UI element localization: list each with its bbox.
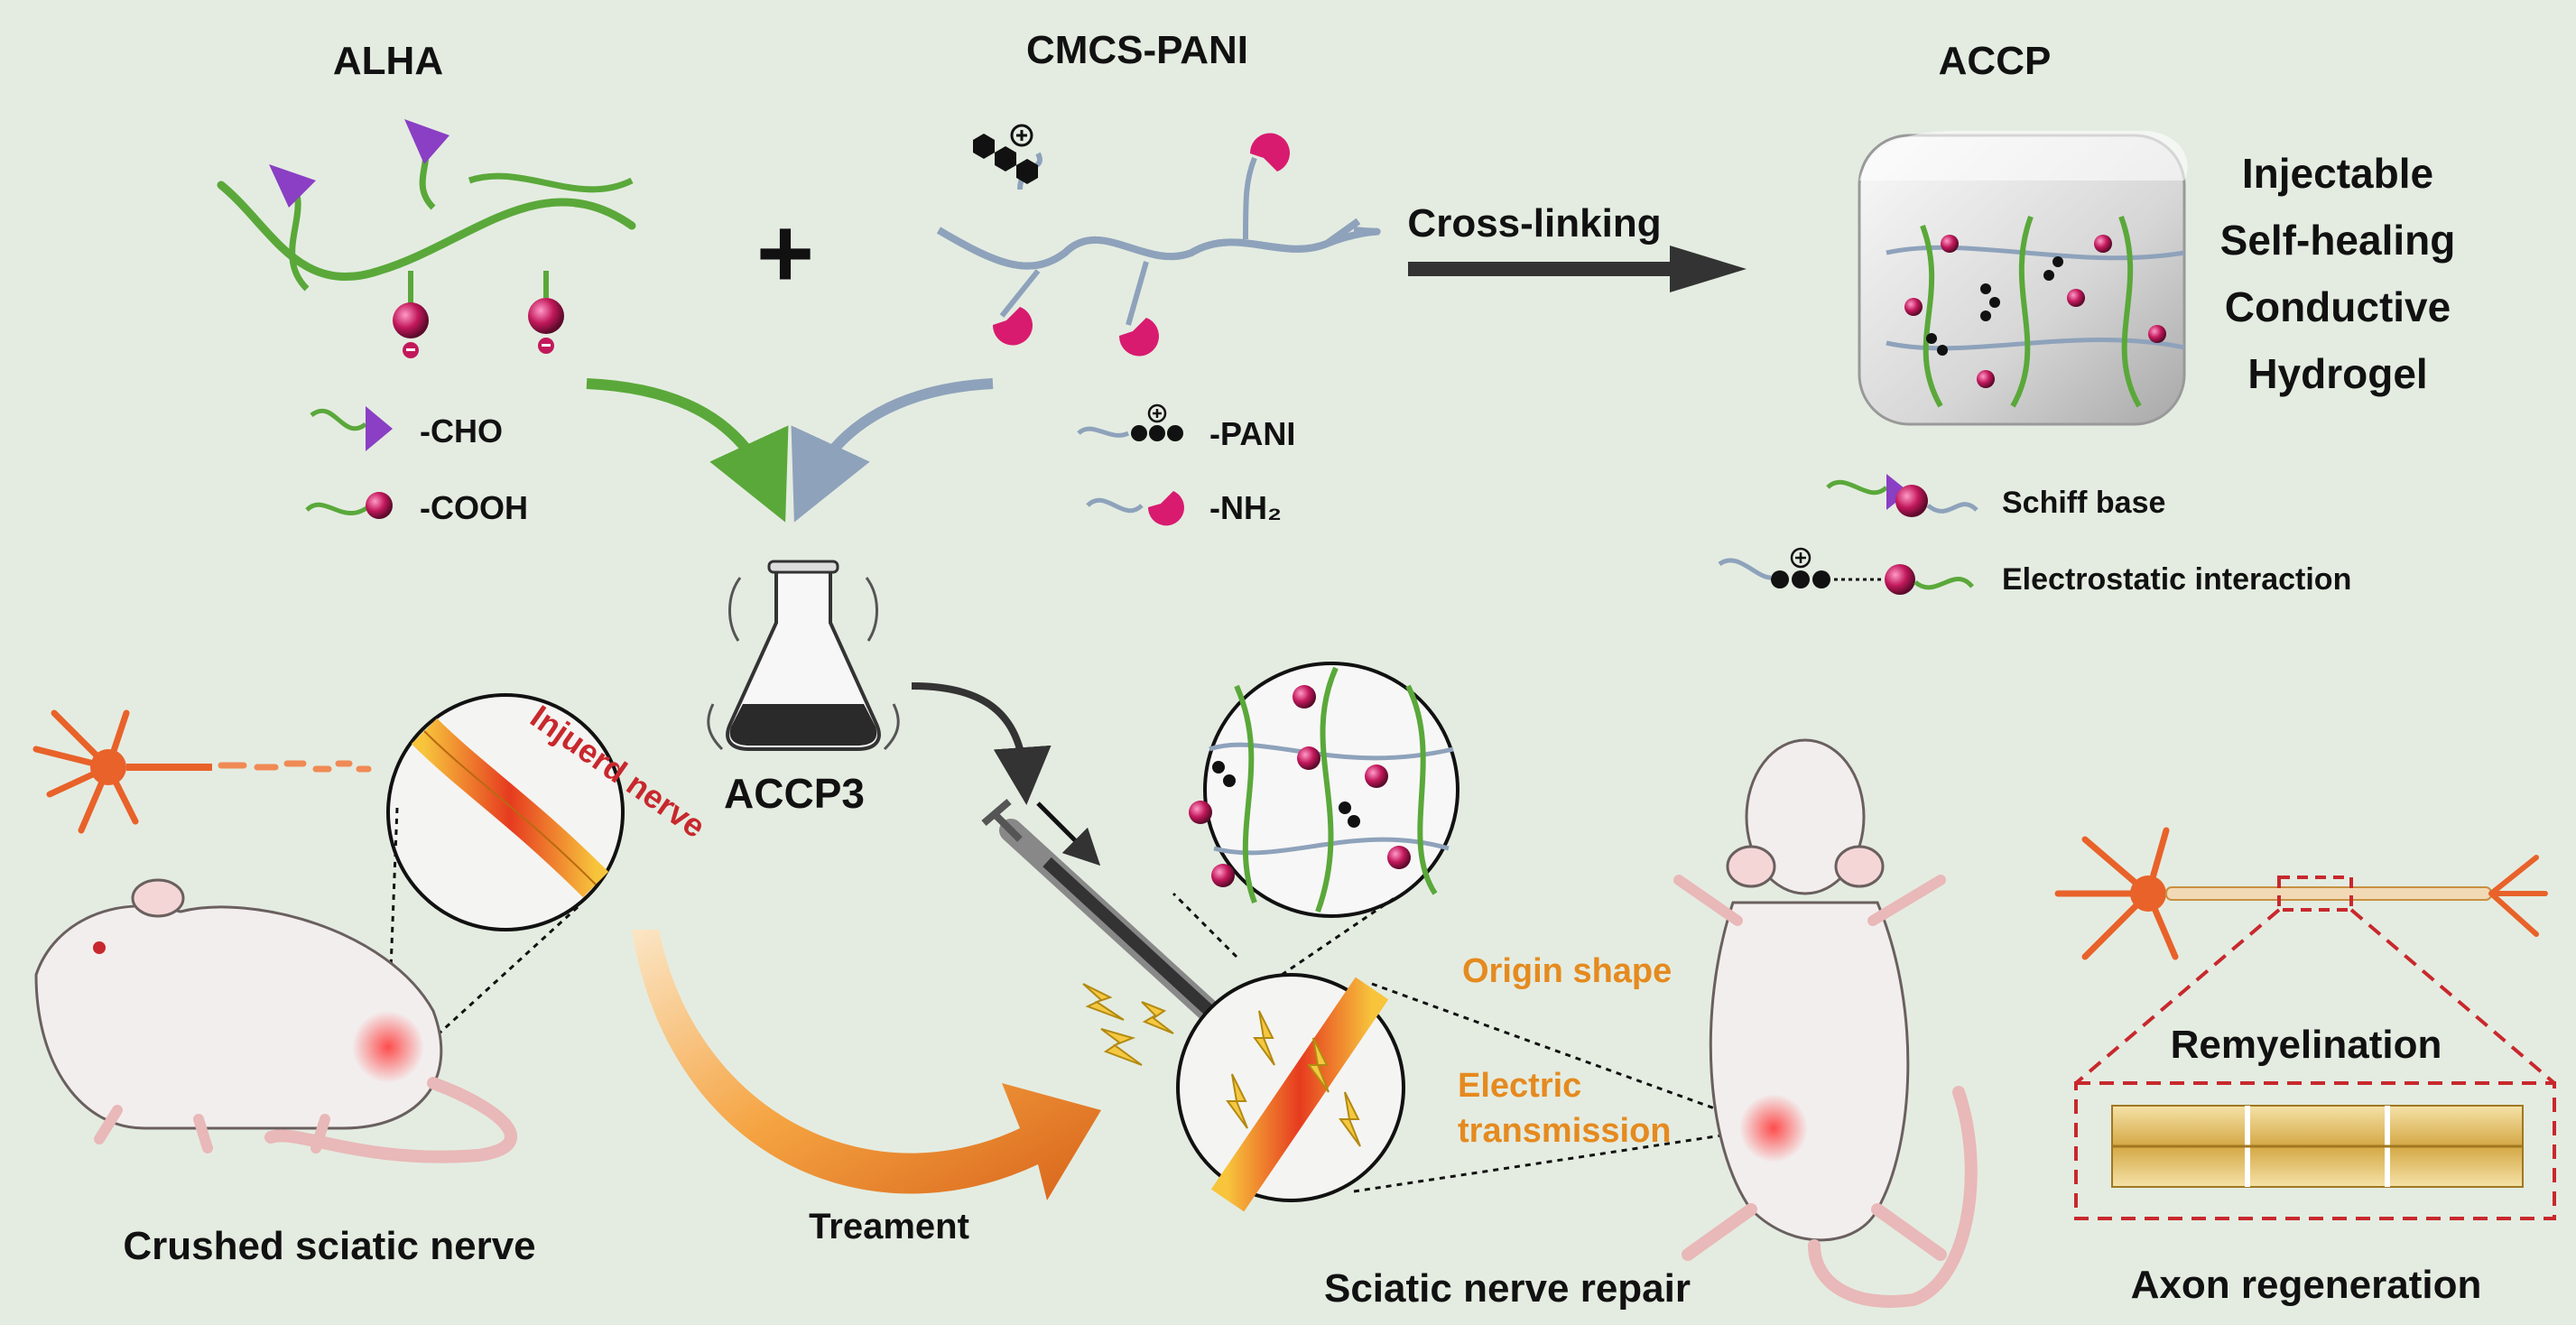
property-conductive: Conductive xyxy=(2225,283,2451,330)
aldehyde-icon xyxy=(366,406,393,451)
carboxyl-bead-icon xyxy=(528,298,564,334)
lightning-icon xyxy=(1082,983,1174,1066)
legend-cho: -CHO xyxy=(310,406,503,451)
rat-top-view-icon xyxy=(1673,738,1978,1308)
legend-nh2-label: -NH₂ xyxy=(1209,489,1282,526)
cmcs-pani-polymer-icon xyxy=(936,124,1381,357)
electric-label-line2: transmission xyxy=(1458,1112,1672,1150)
alha-to-flask-arrow xyxy=(586,378,789,523)
legend-schiff-base: Schiff base xyxy=(1826,474,2165,520)
legend-cho-label: -CHO xyxy=(420,412,503,449)
cmcs-to-flask-arrow xyxy=(791,378,994,523)
treatment-arrow xyxy=(632,930,1101,1200)
sciatic-nerve-repair-label: Sciatic nerve repair xyxy=(1324,1266,1691,1311)
cross-linking-label: Cross-linking xyxy=(1407,201,1661,246)
crushed-sciatic-nerve-label: Crushed sciatic nerve xyxy=(123,1224,535,1268)
alha-polymer-icon xyxy=(217,119,636,358)
carboxyl-bead-icon xyxy=(366,492,393,519)
legend-cooh-label: -COOH xyxy=(420,489,528,526)
legend-pani-label: -PANI xyxy=(1209,415,1295,452)
amine-icon xyxy=(992,307,1033,346)
flask-icon xyxy=(707,560,900,751)
remyelination-box xyxy=(2074,908,2556,1220)
legend-electrostatic: Electrostatic interaction xyxy=(1718,547,2351,597)
amine-icon xyxy=(1118,318,1159,357)
amine-icon xyxy=(1147,491,1184,526)
alha-title: ALHA xyxy=(333,39,443,83)
legend-cooh: -COOH xyxy=(305,489,528,526)
neuron-regenerated-icon xyxy=(2054,827,2548,960)
repaired-nerve-magnifier xyxy=(1176,973,1770,1212)
electrostatic-label: Electrostatic interaction xyxy=(2002,562,2351,597)
amine-icon xyxy=(1249,133,1290,171)
accp-title: ACCP xyxy=(1939,39,2052,83)
pani-hexagons-icon xyxy=(973,124,1038,184)
property-self-healing: Self-healing xyxy=(2220,217,2456,264)
accp3-label: ACCP3 xyxy=(724,770,865,817)
schiff-base-label: Schiff base xyxy=(2002,486,2165,520)
carboxyl-bead-icon xyxy=(393,302,429,338)
treatment-label: Treament xyxy=(809,1207,969,1246)
neuron-damaged-icon xyxy=(32,709,372,834)
hydrogel-network-magnifier xyxy=(1172,662,1459,977)
legend-pani: -PANI xyxy=(1077,403,1295,452)
aldehyde-icon xyxy=(404,119,449,164)
flask-to-syringe-arrow xyxy=(911,682,1052,805)
axon-regeneration-label: Axon regeneration xyxy=(2131,1263,2482,1307)
injured-nerve-magnifier xyxy=(386,693,625,1049)
hydrogel-cube-icon xyxy=(1858,131,2188,426)
remyelination-label: Remyelination xyxy=(2171,1023,2442,1067)
mouse-icon xyxy=(34,878,517,1163)
legend-nh2: -NH₂ xyxy=(1086,489,1282,526)
aldehyde-icon xyxy=(269,164,316,208)
cmcs-pani-title: CMCS-PANI xyxy=(1026,28,1248,72)
property-injectable: Injectable xyxy=(2242,150,2433,197)
property-hydrogel: Hydrogel xyxy=(2247,350,2427,397)
plus-sign: + xyxy=(756,198,814,309)
origin-shape-label: Origin shape xyxy=(1462,952,1672,990)
electric-label-line1: Electric xyxy=(1458,1067,1581,1105)
cross-linking-arrow xyxy=(1408,246,1747,292)
